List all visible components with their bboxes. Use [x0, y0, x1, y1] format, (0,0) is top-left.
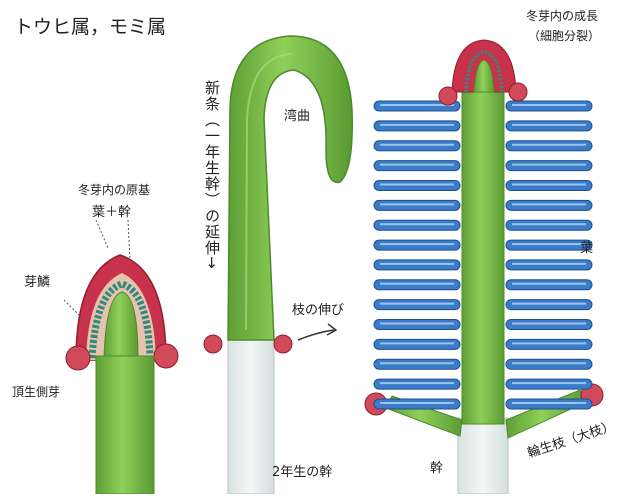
- right-stem: [462, 88, 504, 424]
- label-leaf-stem: 葉＋幹: [92, 206, 131, 219]
- middle-shoot-figure: [204, 36, 352, 494]
- left-bud-figure: [64, 220, 178, 494]
- label-bud-scale: 芽鱗: [24, 276, 50, 289]
- two-year-stem: [228, 338, 274, 494]
- label-new-shoot: 新条（一年生幹）の延伸→: [204, 80, 219, 270]
- label-stem: 幹: [430, 462, 443, 475]
- label-primordium-heading: 冬芽内の原基: [78, 184, 150, 196]
- branch-arrow: [298, 330, 334, 340]
- branch-bud-left: [204, 335, 222, 353]
- right-old-stem: [458, 418, 508, 494]
- label-growth-heading: 冬芽内の成長: [526, 10, 598, 22]
- label-leaf: 葉: [580, 242, 593, 255]
- label-cell-division: （細胞分裂）: [528, 30, 600, 42]
- pointer-leaf-stem-2: [128, 220, 130, 260]
- right-bud-left: [439, 87, 457, 105]
- branch-bud-right: [274, 335, 292, 353]
- right-growth-figure: [365, 40, 603, 494]
- branch-arrow-head: [327, 324, 336, 335]
- left-stem: [96, 356, 154, 494]
- label-curve: 湾曲: [284, 110, 310, 123]
- right-bud-right: [509, 83, 527, 101]
- pointer-leaf-stem-1: [96, 220, 108, 248]
- page-title: トウヒ属，モミ属: [14, 18, 166, 37]
- pointer-bud-scale: [64, 300, 82, 318]
- lateral-bud-right: [154, 344, 178, 368]
- lateral-bud-left: [66, 346, 90, 370]
- label-branch-extension: 枝の伸び: [292, 304, 344, 317]
- label-lateral-bud: 頂生側芽: [12, 386, 60, 398]
- label-two-year-stem: 2年生の幹: [272, 466, 332, 479]
